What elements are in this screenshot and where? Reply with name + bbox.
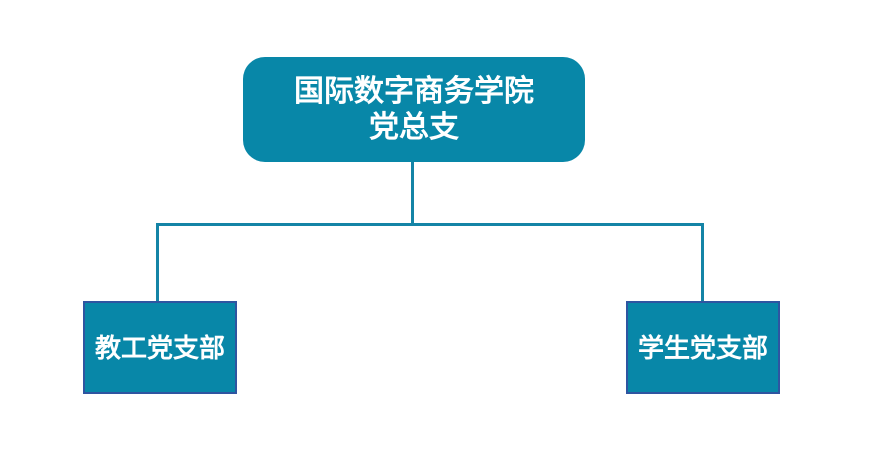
- child-node-student-branch: 学生党支部: [626, 301, 780, 394]
- org-chart-root-node: 国际数字商务学院 党总支: [243, 57, 585, 162]
- connector-crossbar-line: [156, 223, 704, 226]
- child-node-faculty-branch: 教工党支部: [83, 301, 237, 394]
- root-node-label-line1: 国际数字商务学院: [294, 74, 534, 108]
- connector-right-drop-line: [701, 223, 704, 301]
- connector-trunk-line: [411, 162, 414, 225]
- connector-left-drop-line: [156, 223, 159, 301]
- faculty-branch-label: 教工党支部: [94, 332, 225, 363]
- root-node-label-line2: 党总支: [369, 110, 459, 144]
- student-branch-label: 学生党支部: [637, 332, 768, 363]
